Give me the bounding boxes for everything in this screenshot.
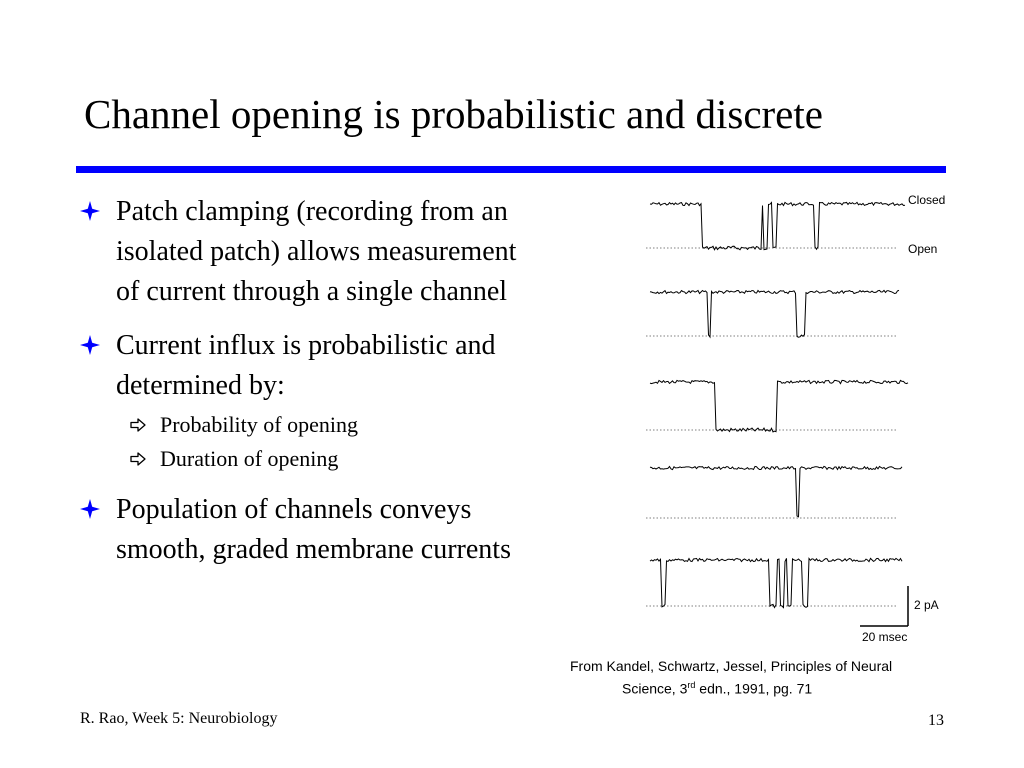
four-point-star-icon [80,335,100,355]
slide-title: Channel opening is probabilistic and dis… [84,91,823,137]
bullet-text-line: isolated patch) allows measurement [116,236,517,267]
current-trace [649,379,909,433]
bullet-text-line: Population of channels conveys [116,494,472,525]
sub-item-text: Duration of opening [160,446,339,471]
bullet-text-line: Current influx is probabilistic and [116,330,496,361]
current-trace [649,557,903,609]
current-trace [649,465,903,518]
bullet-text-line: Patch clamping (recording from an [116,196,508,227]
scale-bar [860,586,909,627]
citation-superscript: rd [687,680,696,690]
bullet-text-line: determined by: [116,370,285,401]
sub-item-duration: Duration of opening [116,442,620,476]
current-trace [649,201,906,251]
sub-item-probability: Probability of opening [116,408,620,442]
four-point-star-icon [80,499,100,519]
page-number: 13 [928,712,944,729]
figure-citation: From Kandel, Schwartz, Jessel, Principle… [570,657,970,699]
open-state-label: Open [908,242,937,256]
bullet-item-population: Population of channels conveys smooth, g… [80,490,620,570]
single-channel-recording-figure: Closed Open 2 pA 20 msec [630,186,960,646]
hollow-arrow-icon [130,418,146,432]
title-divider [76,166,946,173]
sub-item-text: Probability of opening [160,412,358,437]
bullet-text-line: of current through a single channel [116,276,508,307]
bullet-list: Patch clamping (recording from an isolat… [80,192,620,584]
bullet-item-current-influx: Current influx is probabilistic and dete… [80,326,620,476]
trace-group [646,201,909,609]
scale-time-label: 20 msec [862,630,907,644]
current-trace [649,289,900,339]
closed-state-label: Closed [908,193,945,207]
citation-part: Science, 3 [622,680,688,697]
bullet-text-line: smooth, graded membrane currents [116,534,511,565]
scale-current-label: 2 pA [914,598,939,612]
citation-part: edn., 1991, pg. 71 [695,680,813,697]
hollow-arrow-icon [130,452,146,466]
bullet-item-patch-clamping: Patch clamping (recording from an isolat… [80,192,620,312]
citation-line-1: From Kandel, Schwartz, Jessel, Principle… [570,658,893,674]
sub-bullet-list: Probability of opening Duration of openi… [116,408,620,476]
four-point-star-icon [80,201,100,221]
current-traces-graphic: Closed Open 2 pA 20 msec [646,193,945,644]
citation-line-2: Science, 3rd edn., 1991, pg. 71 [570,676,970,699]
footer-course-label: R. Rao, Week 5: Neurobiology [80,710,278,727]
